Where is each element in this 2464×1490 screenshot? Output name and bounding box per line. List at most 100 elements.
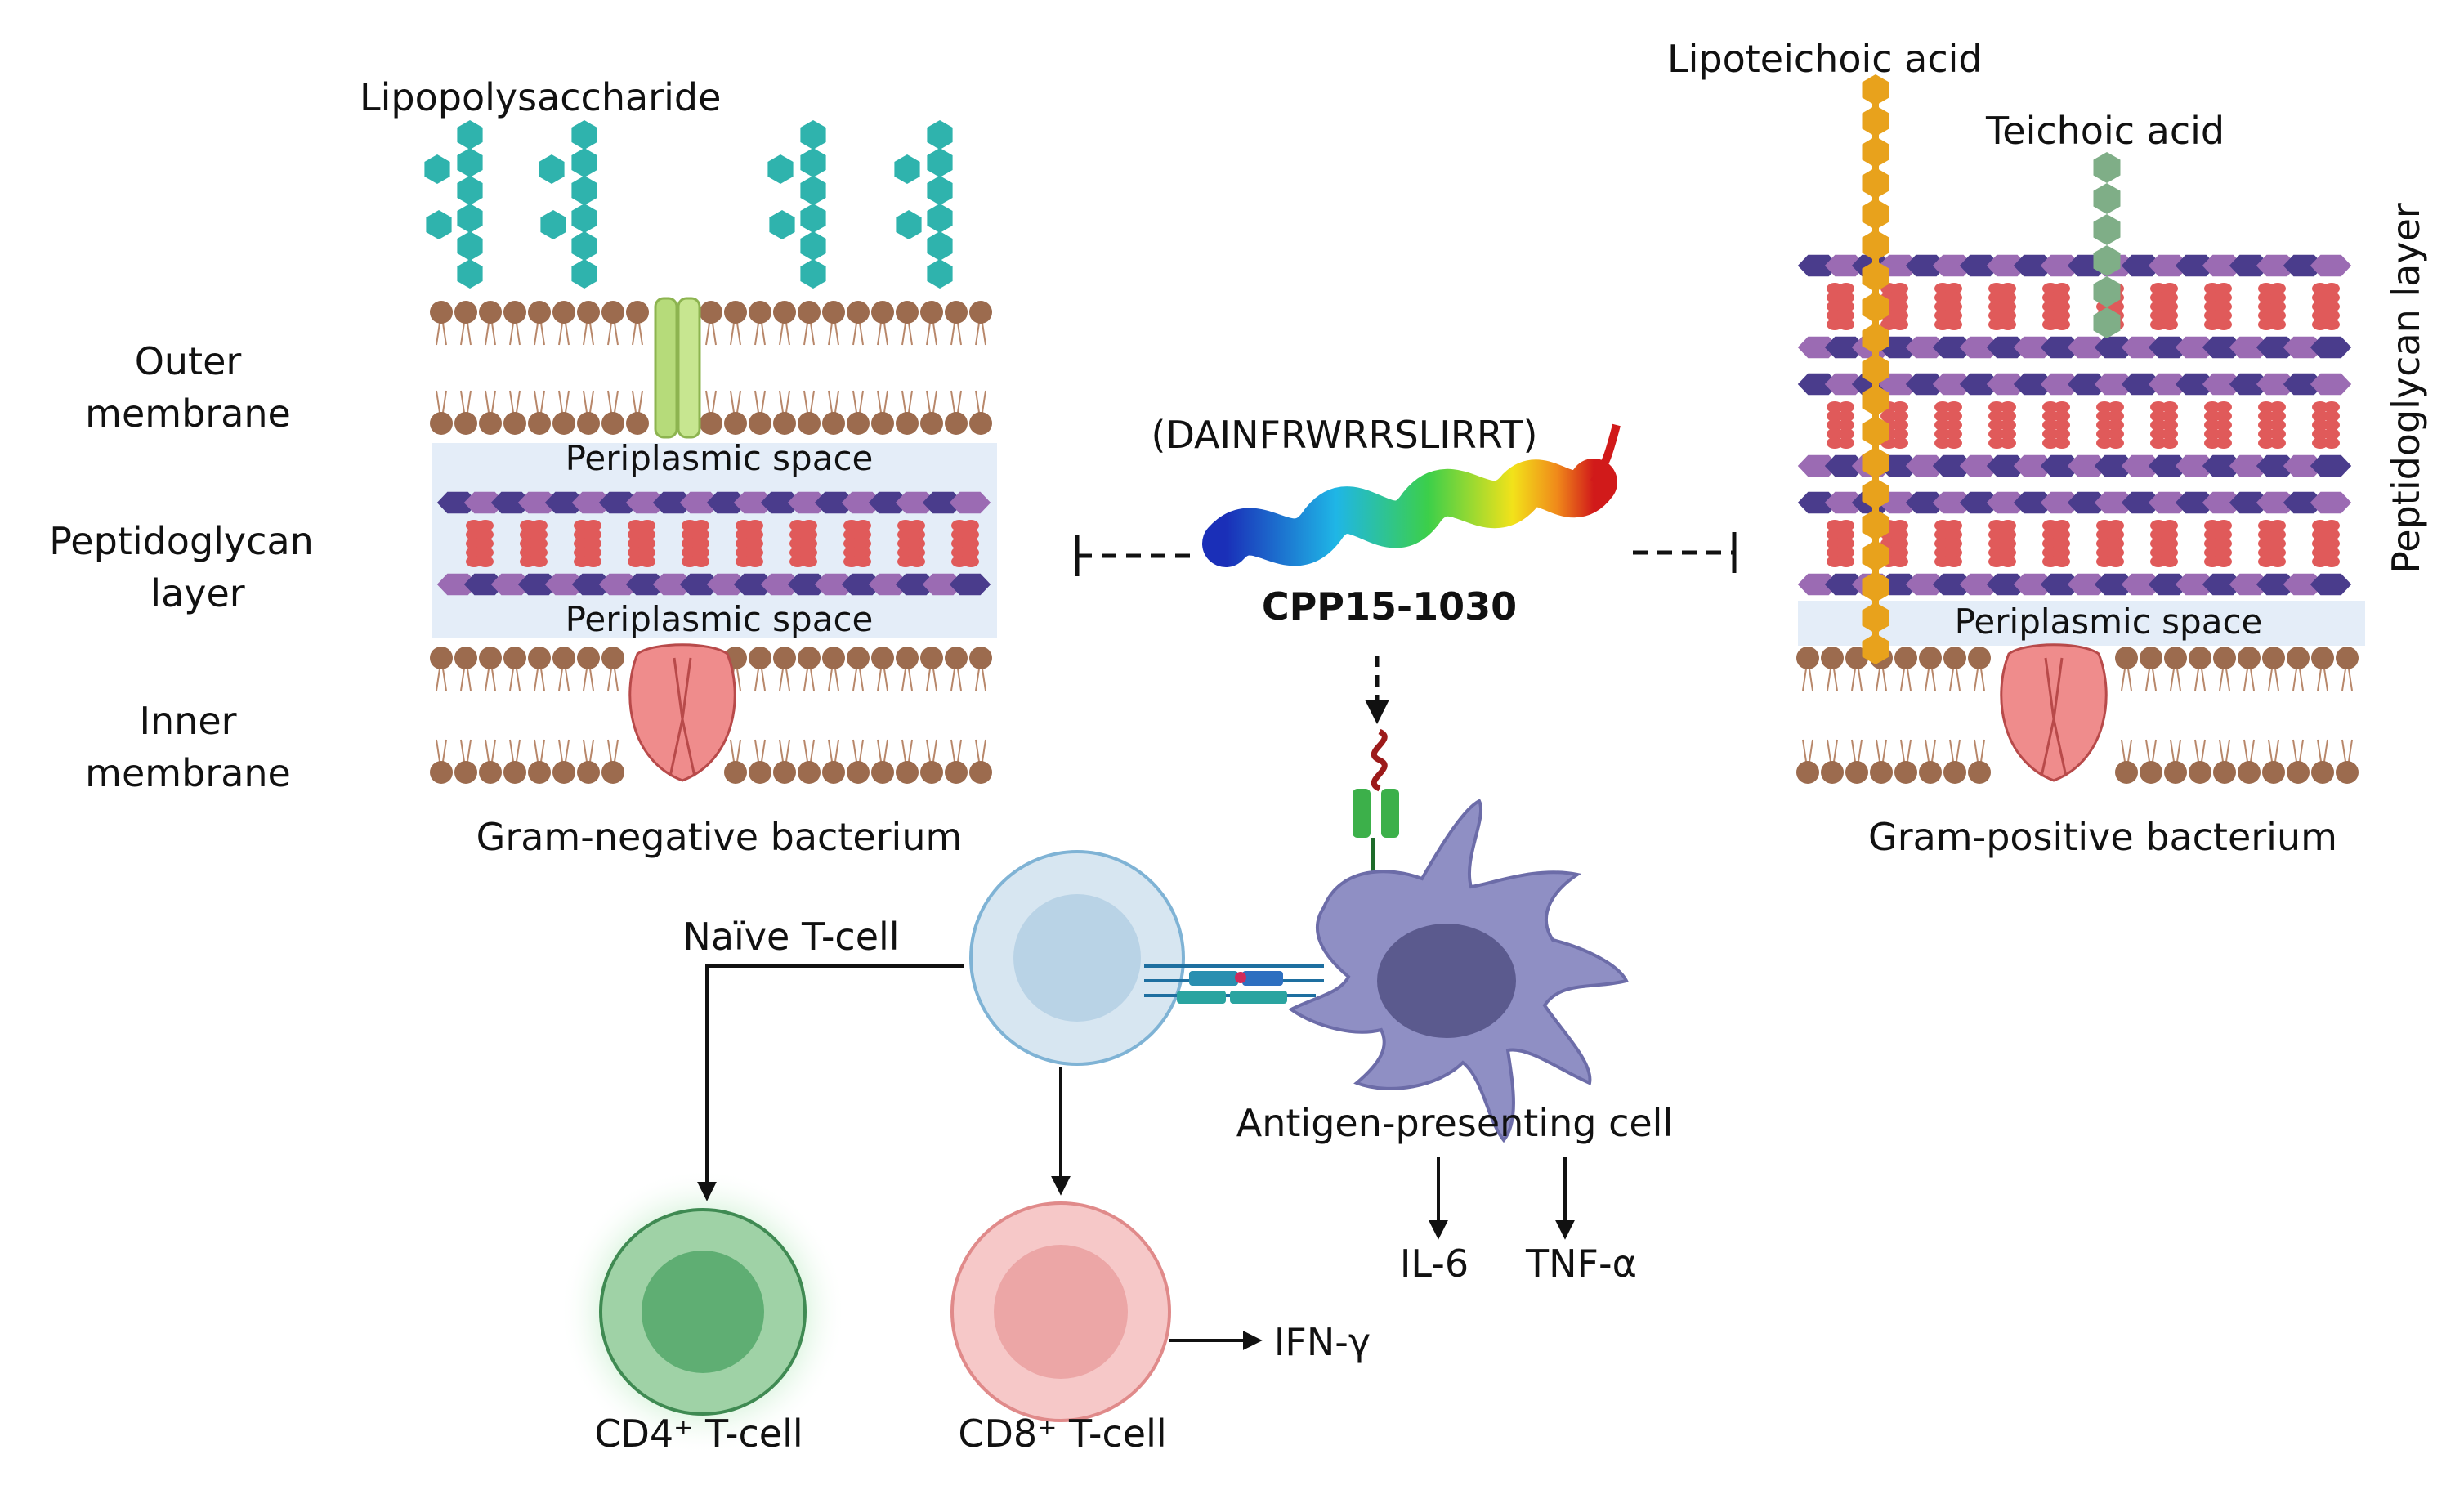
lipid-head xyxy=(1870,761,1893,784)
pg-peptide xyxy=(2108,437,2124,449)
lps-sugar xyxy=(571,176,597,205)
pg-peptide xyxy=(1946,292,1962,303)
lps-sugar xyxy=(457,148,483,177)
pg-peptide xyxy=(531,556,548,567)
pg-nam xyxy=(1986,491,2028,514)
pg-peptide xyxy=(1946,410,1962,422)
pg-peptide xyxy=(2054,410,2070,422)
lipid-head xyxy=(1796,761,1819,784)
pg-peptide xyxy=(1934,556,1951,567)
pg-nam xyxy=(922,573,964,596)
pg-peptide xyxy=(1838,520,1854,531)
pg-nam xyxy=(841,491,883,514)
pg-nam xyxy=(706,573,749,596)
label-antigen-presenting-cell: Antigen-presenting cell xyxy=(1236,1101,1673,1145)
pg-peptide xyxy=(1827,538,1843,549)
pg-peptide xyxy=(1892,283,1908,294)
lps-sugar xyxy=(800,176,826,205)
pg-peptide xyxy=(520,556,536,567)
pg-nam xyxy=(2310,491,2352,514)
lipid-head xyxy=(847,412,870,435)
pg-peptide xyxy=(2323,437,2340,449)
pg-peptide xyxy=(801,547,817,558)
pg-peptide xyxy=(897,547,914,558)
pg-nag xyxy=(1986,573,2028,596)
lipid-head xyxy=(552,412,575,435)
pg-peptide xyxy=(2312,437,2328,449)
pg-peptide xyxy=(2000,529,2016,540)
pg-peptide xyxy=(2204,419,2220,431)
pg-nag xyxy=(2013,491,2055,514)
lipid-head xyxy=(503,301,526,324)
pg-nam xyxy=(2202,254,2244,277)
pg-peptide xyxy=(789,520,806,531)
pg-peptide xyxy=(1934,428,1951,440)
ta-unit xyxy=(2093,152,2121,183)
pg-nam xyxy=(2229,336,2271,359)
lipid-head xyxy=(871,647,894,669)
lps-sugar xyxy=(457,231,483,261)
pg-peptide xyxy=(2042,437,2059,449)
pg-nag xyxy=(1797,491,1840,514)
pg-nam xyxy=(2310,373,2352,396)
pg-peptide xyxy=(2204,319,2220,330)
pg-peptide xyxy=(2269,283,2286,294)
pg-nam xyxy=(760,573,803,596)
pg-peptide xyxy=(2162,283,2178,294)
lipid-head xyxy=(749,301,771,324)
pg-peptide xyxy=(963,520,979,531)
porin-channel xyxy=(654,297,701,439)
pg-nag xyxy=(1824,573,1867,596)
pg-nag xyxy=(1824,336,1867,359)
pg-peptide xyxy=(855,556,871,567)
pg-peptide xyxy=(520,547,536,558)
pg-peptide xyxy=(520,520,536,531)
pg-peptide xyxy=(1934,419,1951,431)
label-cd4-t-cell: CD4⁺ T-cell xyxy=(594,1412,803,1456)
lps-sugar xyxy=(927,231,953,261)
lipid-head xyxy=(1894,761,1917,784)
pg-peptide xyxy=(639,529,655,540)
pg-nag xyxy=(1932,336,1974,359)
pg-peptide xyxy=(1892,319,1908,330)
apc-nucleus xyxy=(1377,924,1516,1038)
pg-peptide xyxy=(2054,547,2070,558)
lipid-head xyxy=(945,412,968,435)
lipid-head xyxy=(552,301,575,324)
pg-peptide xyxy=(951,556,968,567)
lipid-head xyxy=(479,647,502,669)
pg-peptide xyxy=(2269,437,2286,449)
pg-peptide xyxy=(2000,319,2016,330)
pg-peptide xyxy=(789,547,806,558)
pg-peptide xyxy=(2054,319,2070,330)
pg-peptide xyxy=(2323,520,2340,531)
pg-peptide xyxy=(736,520,752,531)
pg-peptide xyxy=(2312,529,2328,540)
pg-nag xyxy=(2175,254,2217,277)
pg-peptide xyxy=(855,520,871,531)
pg-nag xyxy=(949,573,991,596)
lps-sugar xyxy=(571,231,597,261)
pg-peptide xyxy=(2269,292,2286,303)
gram-positive-membrane xyxy=(1796,647,2359,784)
pg-peptide xyxy=(1946,419,1962,431)
pg-peptide xyxy=(1946,437,1962,449)
pg-nag xyxy=(2013,373,2055,396)
pg-peptide xyxy=(1934,319,1951,330)
lipid-head xyxy=(773,647,796,669)
pg-peptide xyxy=(2042,419,2059,431)
pg-peptide xyxy=(1934,310,1951,321)
gram-positive-envelope xyxy=(1796,74,2365,784)
lipid-head xyxy=(896,301,919,324)
lipid-head xyxy=(945,301,968,324)
pg-peptide xyxy=(1988,437,2005,449)
lps-sugar xyxy=(457,120,483,150)
pg-peptide xyxy=(2096,401,2113,413)
lipid-head xyxy=(454,412,477,435)
naive-t-cell xyxy=(969,850,1185,1066)
pg-nag xyxy=(1932,573,1974,596)
pg-peptide xyxy=(2323,301,2340,312)
lipid-head xyxy=(601,647,624,669)
pg-nag xyxy=(598,491,641,514)
